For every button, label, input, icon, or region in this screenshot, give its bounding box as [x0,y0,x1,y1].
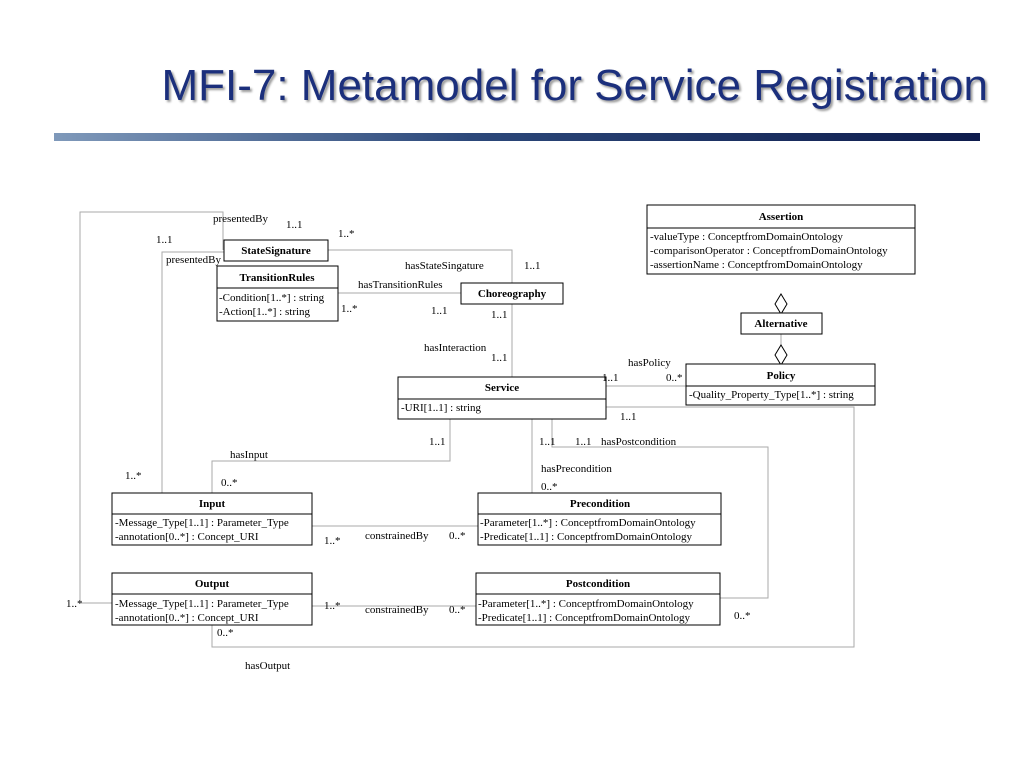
association-label: hasInput [230,449,268,461]
association-label: hasPostcondition [601,436,677,448]
has-state-signature-line [328,249,513,283]
class-attribute: -URI[1..1] : string [401,402,482,414]
association-lines [79,211,855,648]
association-label: constrainedBy [365,604,429,616]
multiplicity-label: 0..* [217,627,234,639]
class-name: Assertion [759,211,804,223]
multiplicity-label: 1..1 [620,411,637,423]
class-name: Precondition [570,498,630,510]
class-postcondition[interactable]: Postcondition -Parameter[1..*] : Concept… [475,572,721,626]
class-input[interactable]: Input -Message_Type[1..1] : Parameter_Ty… [111,492,313,546]
class-state-signature[interactable]: StateSignature [223,239,329,262]
multiplicity-label: 0..* [449,530,466,542]
multiplicity-label: 1..1 [575,436,592,448]
slide-title: MFI-7: Metamodel for Service Registratio… [161,61,988,110]
multiplicity-label: 1..1 [431,305,448,317]
has-output-line [211,406,855,648]
class-alternative[interactable]: Alternative [740,312,823,335]
multiplicity-label: 1..* [125,470,142,482]
multiplicity-label: 1..1 [286,219,303,231]
class-choreography[interactable]: Choreography [460,282,564,305]
association-label: hasInteraction [424,342,487,354]
class-attribute: -Message_Type[1..1] : Parameter_Type [115,517,289,529]
class-attribute: -assertionName : ConceptfromDomainOntolo… [650,259,863,271]
association-labels: presentedBy 1..1 1..1 presentedBy 1..* h… [66,213,751,672]
class-attribute: -Action[1..*] : string [219,306,311,318]
class-policy[interactable]: Policy -Quality_Property_Type[1..*] : st… [685,363,876,406]
class-attribute: -Quality_Property_Type[1..*] : string [689,389,854,401]
presented-by-inner-line [161,251,224,493]
presented-by-outer-line [79,211,224,604]
class-transition-rules[interactable]: TransitionRules -Condition[1..*] : strin… [216,265,339,322]
class-attribute: -Predicate[1..1] : ConceptfromDomainOnto… [480,531,693,543]
multiplicity-label: 0..* [734,610,751,622]
association-label: hasStateSingature [405,260,484,272]
class-attribute: -annotation[0..*] : Concept_URI [115,612,259,624]
association-label: hasTransitionRules [358,279,443,291]
multiplicity-label: 1..1 [539,436,556,448]
class-service[interactable]: Service -URI[1..1] : string [397,376,607,420]
association-label: hasOutput [245,660,290,672]
class-name: Service [485,382,519,394]
multiplicity-label: 0..* [666,372,683,384]
class-output[interactable]: Output -Message_Type[1..1] : Parameter_T… [111,572,313,626]
association-label: presentedBy [213,213,268,225]
class-attribute: -Parameter[1..*] : ConceptfromDomainOnto… [478,598,694,610]
multiplicity-label: 0..* [221,477,238,489]
class-name: Output [195,578,230,590]
multiplicity-label: 1..1 [156,234,173,246]
class-name: Policy [767,370,796,382]
multiplicity-label: 1..* [324,535,341,547]
multiplicity-label: 1..1 [524,260,541,272]
class-attribute: -comparisonOperator : ConceptfromDomainO… [650,245,888,257]
assertion-aggregation-diamond [774,293,788,315]
association-label: hasPolicy [628,357,671,369]
class-attribute: -Predicate[1..1] : ConceptfromDomainOnto… [478,612,691,624]
association-label: constrainedBy [365,530,429,542]
class-name: Input [199,498,226,510]
class-name: TransitionRules [240,272,316,284]
class-name: Choreography [478,288,547,300]
multiplicity-label: 1..1 [491,352,508,364]
class-attribute: -Condition[1..*] : string [219,292,325,304]
class-attribute: -valueType : ConceptfromDomainOntology [650,231,843,243]
multiplicity-label: 1..* [324,600,341,612]
association-label: presentedBy [166,254,221,266]
multiplicity-label: 1..1 [602,372,619,384]
multiplicity-label: 1..1 [429,436,446,448]
alternative-aggregation-diamond [774,344,788,366]
class-name: Postcondition [566,578,630,590]
class-precondition[interactable]: Precondition -Parameter[1..*] : Conceptf… [477,492,722,546]
class-attribute: -Message_Type[1..1] : Parameter_Type [115,598,289,610]
class-attribute: -Parameter[1..*] : ConceptfromDomainOnto… [480,517,696,529]
title-underline [54,133,980,141]
association-label: hasPrecondition [541,463,612,475]
multiplicity-label: 1..* [338,228,355,240]
class-assertion[interactable]: Assertion -valueType : ConceptfromDomain… [646,204,916,275]
multiplicity-label: 1..1 [491,309,508,321]
multiplicity-label: 1..* [341,303,358,315]
multiplicity-label: 0..* [449,604,466,616]
multiplicity-label: 1..* [66,598,83,610]
class-attribute: -annotation[0..*] : Concept_URI [115,531,259,543]
has-postcondition-line [551,419,769,599]
has-input-line [211,419,451,493]
class-name: StateSignature [241,245,311,257]
class-name: Alternative [754,318,807,330]
multiplicity-label: 0..* [541,481,558,493]
